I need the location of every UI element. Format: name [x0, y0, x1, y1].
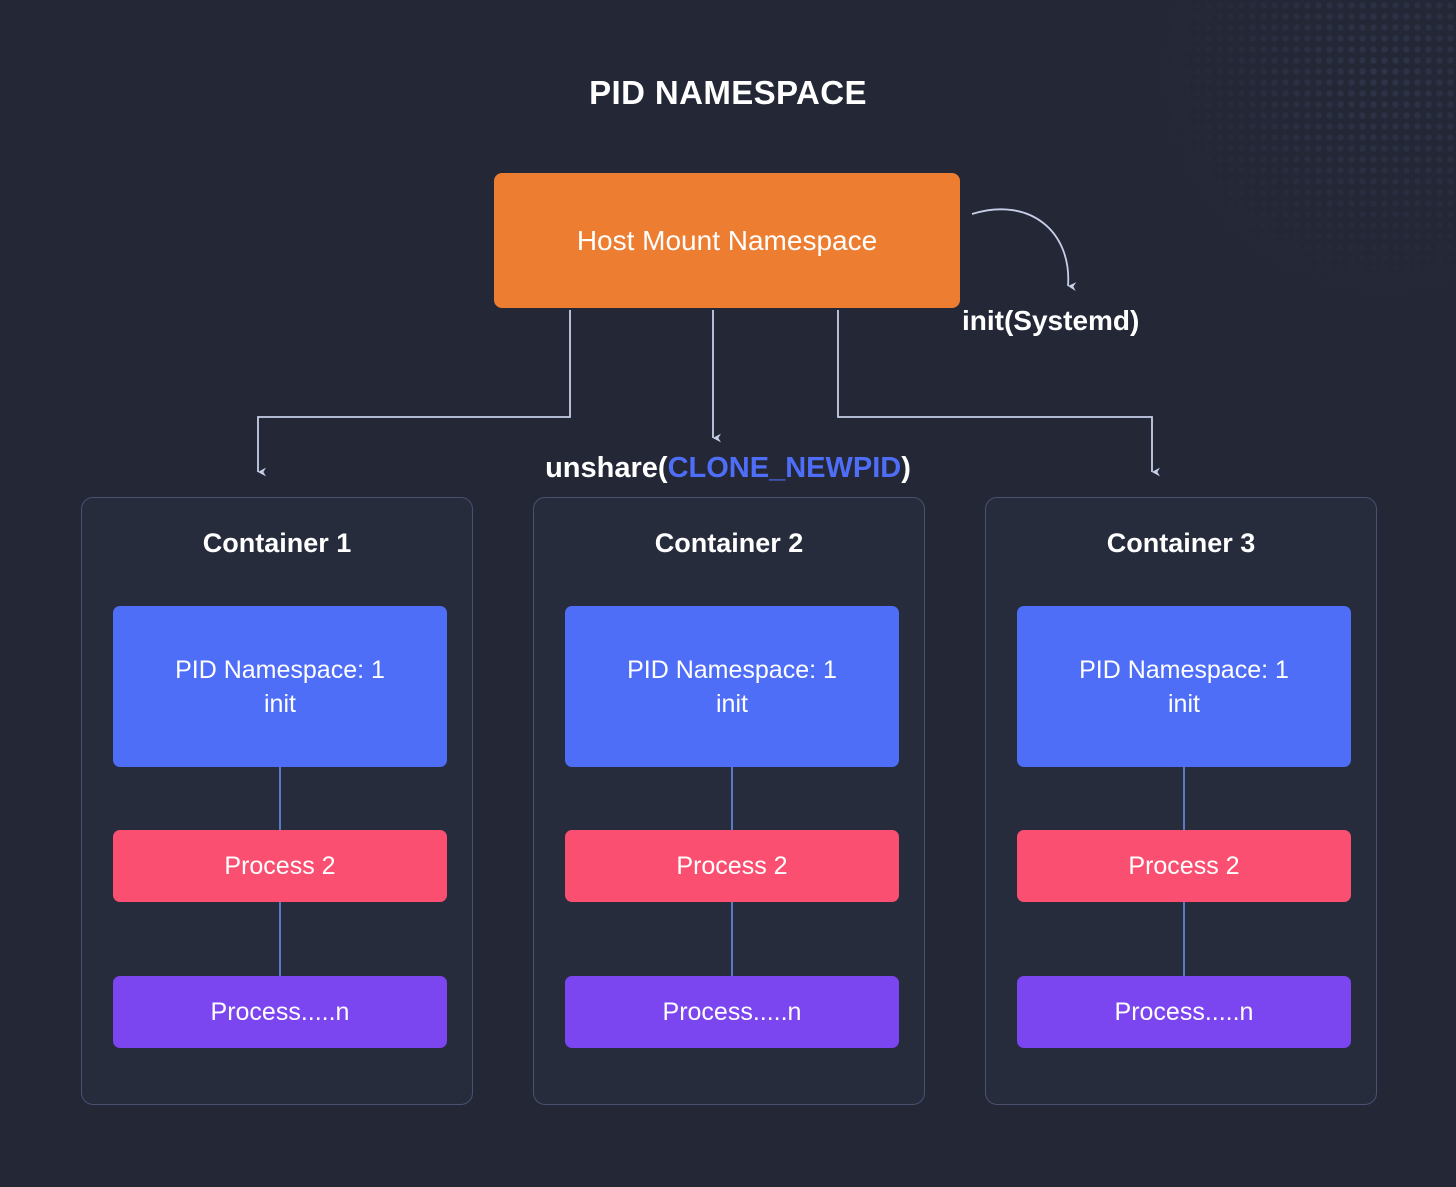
curved-arrow-icon — [971, 208, 1077, 291]
process-2-box[interactable]: Process 2 — [113, 830, 447, 902]
process-2-box[interactable]: Process 2 — [1017, 830, 1351, 902]
unshare-keyword: CLONE_NEWPID — [667, 452, 902, 484]
page-title: PID NAMESPACE — [589, 74, 867, 111]
link-process2-to-processn — [731, 902, 733, 976]
container-title: Container 1 — [202, 528, 352, 558]
unshare-suffix: ) — [901, 452, 911, 484]
process-n-box[interactable]: Process.....n — [565, 976, 899, 1048]
link-init-to-process2 — [1183, 767, 1185, 830]
connector-to-container-1 — [257, 310, 571, 477]
init-systemd-label: init(Systemd) — [962, 305, 1140, 336]
halftone-decoration-icon — [1126, 0, 1456, 330]
container-title: Container 2 — [654, 528, 804, 558]
container-title: Container 3 — [1106, 528, 1256, 558]
unshare-annotation: unshare(CLONE_NEWPID) — [0, 452, 1456, 485]
process-n-box[interactable]: Process.....n — [1017, 976, 1351, 1048]
unshare-prefix: unshare( — [545, 452, 668, 484]
host-mount-namespace-box[interactable]: Host Mount Namespace — [494, 173, 960, 308]
link-process2-to-processn — [1183, 902, 1185, 976]
process-2-box[interactable]: Process 2 — [565, 830, 899, 902]
host-mount-namespace-label: Host Mount Namespace — [576, 224, 878, 256]
link-init-to-process2 — [279, 767, 281, 830]
link-process2-to-processn — [279, 902, 281, 976]
link-init-to-process2 — [731, 767, 733, 830]
process-n-box[interactable]: Process.....n — [113, 976, 447, 1048]
